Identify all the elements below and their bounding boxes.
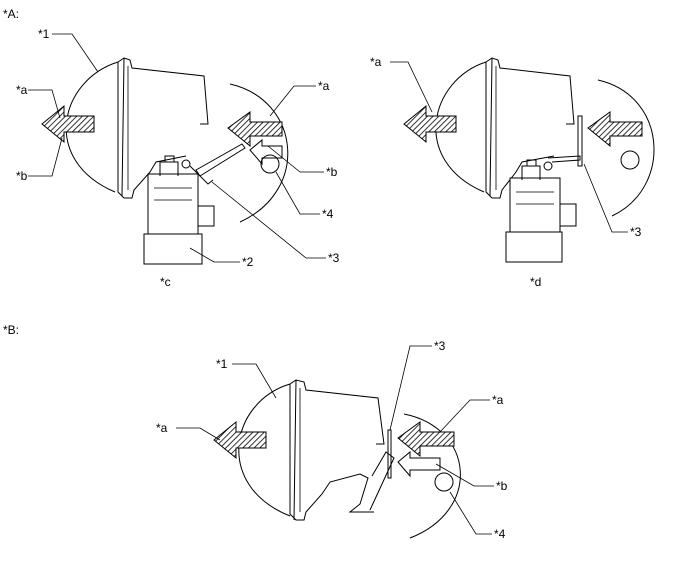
light-arrow-in-b bbox=[397, 421, 455, 458]
solenoid-actuator-right bbox=[505, 159, 577, 263]
section-b-label: *B: bbox=[3, 323, 19, 337]
lens-dome-b bbox=[238, 383, 291, 517]
callout-d: *d bbox=[530, 275, 541, 289]
callout-a-b-out: *a bbox=[156, 421, 168, 435]
reflector-body bbox=[117, 57, 209, 199]
callout-b-left-in: *b bbox=[326, 165, 338, 179]
diagram-a-right: *a *3 *d bbox=[370, 55, 655, 289]
callout-a-right: *a bbox=[370, 55, 382, 69]
outer-arc bbox=[229, 83, 289, 223]
callout-b-b: *b bbox=[496, 479, 508, 493]
callout-4-a-left: *4 bbox=[322, 207, 334, 221]
light-arrow-out-b bbox=[213, 420, 267, 460]
section-a-label: *A: bbox=[3, 7, 19, 21]
light-arrow-out-right bbox=[403, 104, 457, 144]
callout-b-left: *b bbox=[16, 169, 28, 183]
shutter-plate bbox=[195, 143, 246, 177]
callout-4-b: *4 bbox=[494, 527, 506, 541]
light-arrow-in-right bbox=[587, 111, 643, 148]
diagram-b: *1 *a *3 *a *b *4 bbox=[156, 339, 508, 541]
callout-c: *c bbox=[160, 275, 171, 289]
callout-3-a-right: *3 bbox=[630, 225, 642, 239]
shutter-plate-b bbox=[387, 429, 392, 479]
callout-2-a-left: *2 bbox=[242, 255, 254, 269]
light-arrow-out bbox=[41, 104, 95, 144]
light-source-circle bbox=[260, 154, 280, 174]
light-arrow-reflect bbox=[249, 138, 283, 166]
callout-a-left-in: *a bbox=[318, 79, 330, 93]
callout-a-b-in: *a bbox=[492, 393, 504, 407]
callout-a-left-out: *a bbox=[16, 83, 28, 97]
callout-3-a-left: *3 bbox=[328, 251, 340, 265]
light-arrow-in bbox=[227, 111, 283, 148]
callout-1-a-left: *1 bbox=[38, 27, 50, 41]
diagram-a-left: *1 *a *b *a *b *4 *3 *2 *c bbox=[16, 27, 340, 289]
light-source-circle-b bbox=[434, 472, 454, 492]
light-arrow-reflect-b bbox=[397, 450, 441, 478]
light-source-circle-right bbox=[620, 150, 640, 170]
shutter-plate-right bbox=[577, 115, 583, 167]
callout-3-b: *3 bbox=[434, 339, 446, 353]
callout-1-b: *1 bbox=[216, 357, 228, 371]
solenoid-actuator bbox=[143, 155, 215, 265]
